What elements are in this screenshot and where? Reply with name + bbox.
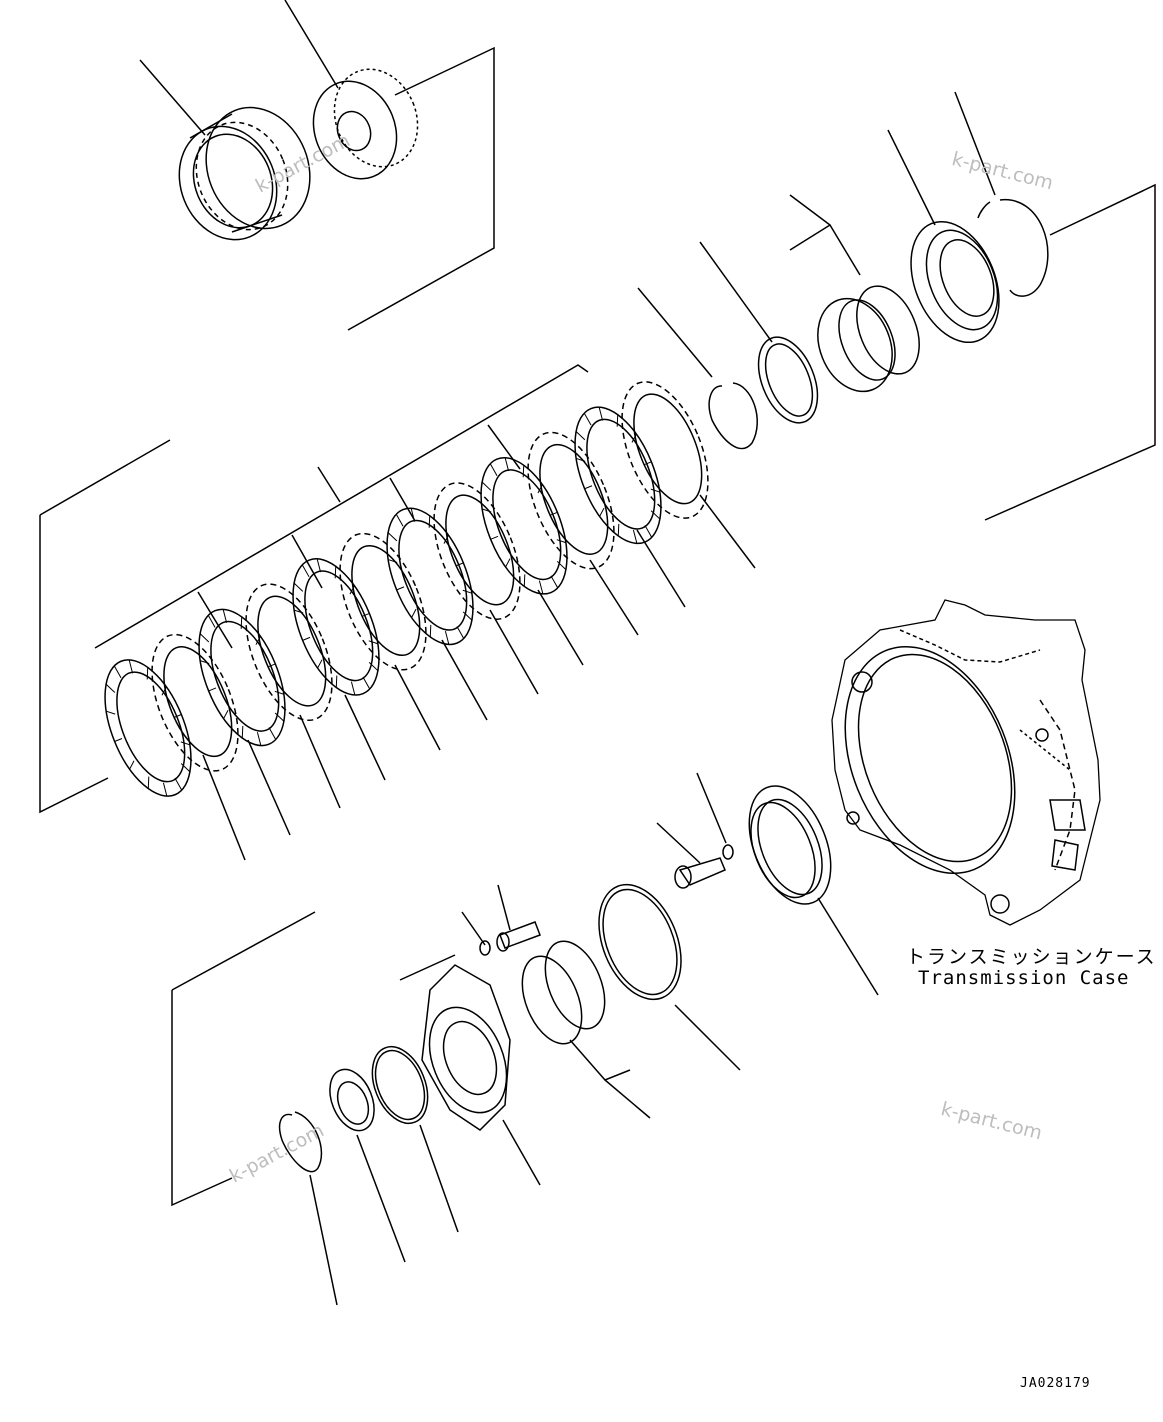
separator-plate [339,532,427,671]
leader-line [789,194,831,226]
bracket-line [789,223,861,276]
leader-line [284,0,339,89]
leader-line [502,1119,541,1186]
o-ring-large [598,883,682,1001]
bolt-lower [479,921,541,956]
leader-line [674,1004,741,1071]
case-label-english: Transmission Case [918,967,1130,989]
friction-disc [104,659,192,797]
separator-plate [621,381,709,519]
friction-disc [386,507,474,646]
piston-plate [910,220,1000,344]
bracket-line [399,954,456,981]
plate-leader-lines [197,424,756,861]
leader-line [696,772,727,844]
leader-line [699,241,773,343]
bracket-line [171,990,233,1207]
snap-ring [977,199,1049,297]
separator-plate [245,583,333,722]
seal-ring-pair-lower [521,940,606,1045]
retaining-ring [708,382,758,450]
case-label-japanese: トランスミッションケース [906,946,1157,968]
seal-ring [757,336,819,424]
bracket-line [39,515,109,814]
leader-line [656,822,701,864]
leader-line [637,287,713,378]
leader-line [817,897,879,996]
leader-line [461,911,486,946]
leader-line [309,1174,338,1306]
bracket-line [171,911,316,991]
retaining-ring-lower [278,1111,323,1173]
bracket-line [39,439,171,516]
drive-gear [312,68,419,180]
clutch-plate-stack [104,381,709,797]
leader-line [887,129,936,226]
friction-disc [480,456,568,595]
bracket-line [984,183,1156,521]
bolt [674,857,726,889]
leader-line [954,91,996,196]
friction-disc [292,558,380,696]
transmission-case [831,599,1101,926]
friction-disc [198,608,286,747]
separator-plate [433,482,521,620]
o-ring-small [371,1045,429,1125]
bearing-cage [421,964,511,1131]
leader-line [419,1124,459,1233]
friction-disc [574,406,662,545]
leader-line [356,1134,406,1263]
bearing-retainer [748,785,832,905]
bracket-line [569,1039,631,1081]
leader-line [139,59,206,136]
seal-ring-pair [817,285,920,393]
leader-line [497,884,511,931]
leader-line [604,1079,651,1119]
bearing [329,1068,375,1132]
bracket-line [94,364,589,649]
separator-plate [527,431,615,570]
washer [722,844,734,860]
bracket-line [347,46,495,331]
separator-plate [151,633,239,772]
drawing-number: JA028179 [1020,1376,1091,1391]
